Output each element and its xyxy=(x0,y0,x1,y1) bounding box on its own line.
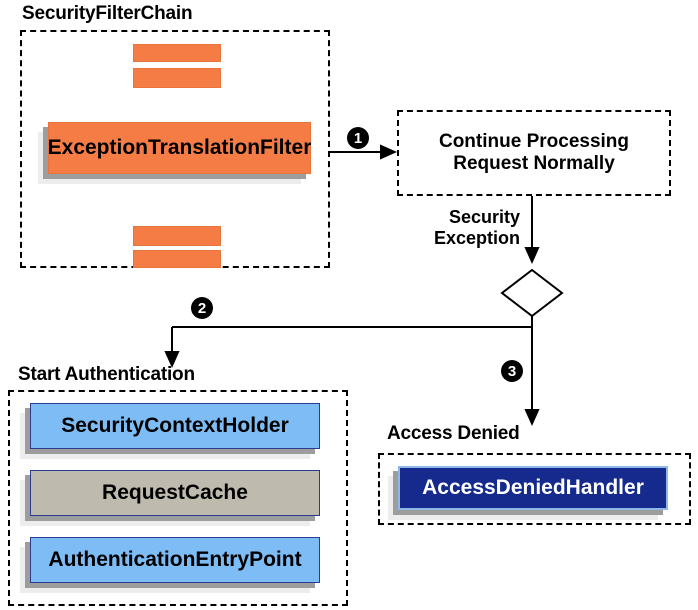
group-title-security-filter-chain: SecurityFilterChain xyxy=(22,3,193,24)
node-label-authentication-entry-point: AuthenticationEntryPoint xyxy=(30,537,320,583)
node-access-denied-handler[interactable]: AccessDeniedHandler xyxy=(388,466,668,520)
node-security-context-holder[interactable]: SecurityContextHolder xyxy=(20,403,320,459)
node-label-security-context-holder: SecurityContextHolder xyxy=(30,403,320,449)
continue-processing-box xyxy=(397,110,671,196)
node-exception-translation-filter[interactable]: ExceptionTranslationFilter xyxy=(38,122,311,184)
filter-bar-bottom-1 xyxy=(133,226,221,246)
continue-processing-line-1: Continue Processing xyxy=(438,131,630,153)
badge-step-3: 3 xyxy=(501,360,523,382)
node-request-cache[interactable]: RequestCache xyxy=(20,470,320,526)
filter-bar-bottom-2 xyxy=(133,250,221,268)
continue-processing-label: Continue Processing Request Normally xyxy=(397,110,671,196)
filter-bar-top-1 xyxy=(133,44,221,62)
node-label-access-denied-handler: AccessDeniedHandler xyxy=(398,466,668,510)
badge-step-1: 1 xyxy=(347,127,369,149)
security-exception-line-2: Exception xyxy=(433,227,520,248)
security-exception-label: Security Exception xyxy=(395,207,520,248)
node-authentication-entry-point[interactable]: AuthenticationEntryPoint xyxy=(20,537,320,593)
filter-bar-top-2 xyxy=(133,68,221,88)
group-title-access-denied: Access Denied xyxy=(387,423,520,444)
node-label-exception-translation-filter: ExceptionTranslationFilter xyxy=(48,122,311,174)
security-exception-line-1: Security xyxy=(448,207,520,227)
continue-processing-line-2: Request Normally xyxy=(453,153,615,174)
badge-step-2: 2 xyxy=(191,297,213,319)
group-title-start-authentication: Start Authentication xyxy=(18,364,195,385)
node-label-request-cache: RequestCache xyxy=(30,470,320,516)
